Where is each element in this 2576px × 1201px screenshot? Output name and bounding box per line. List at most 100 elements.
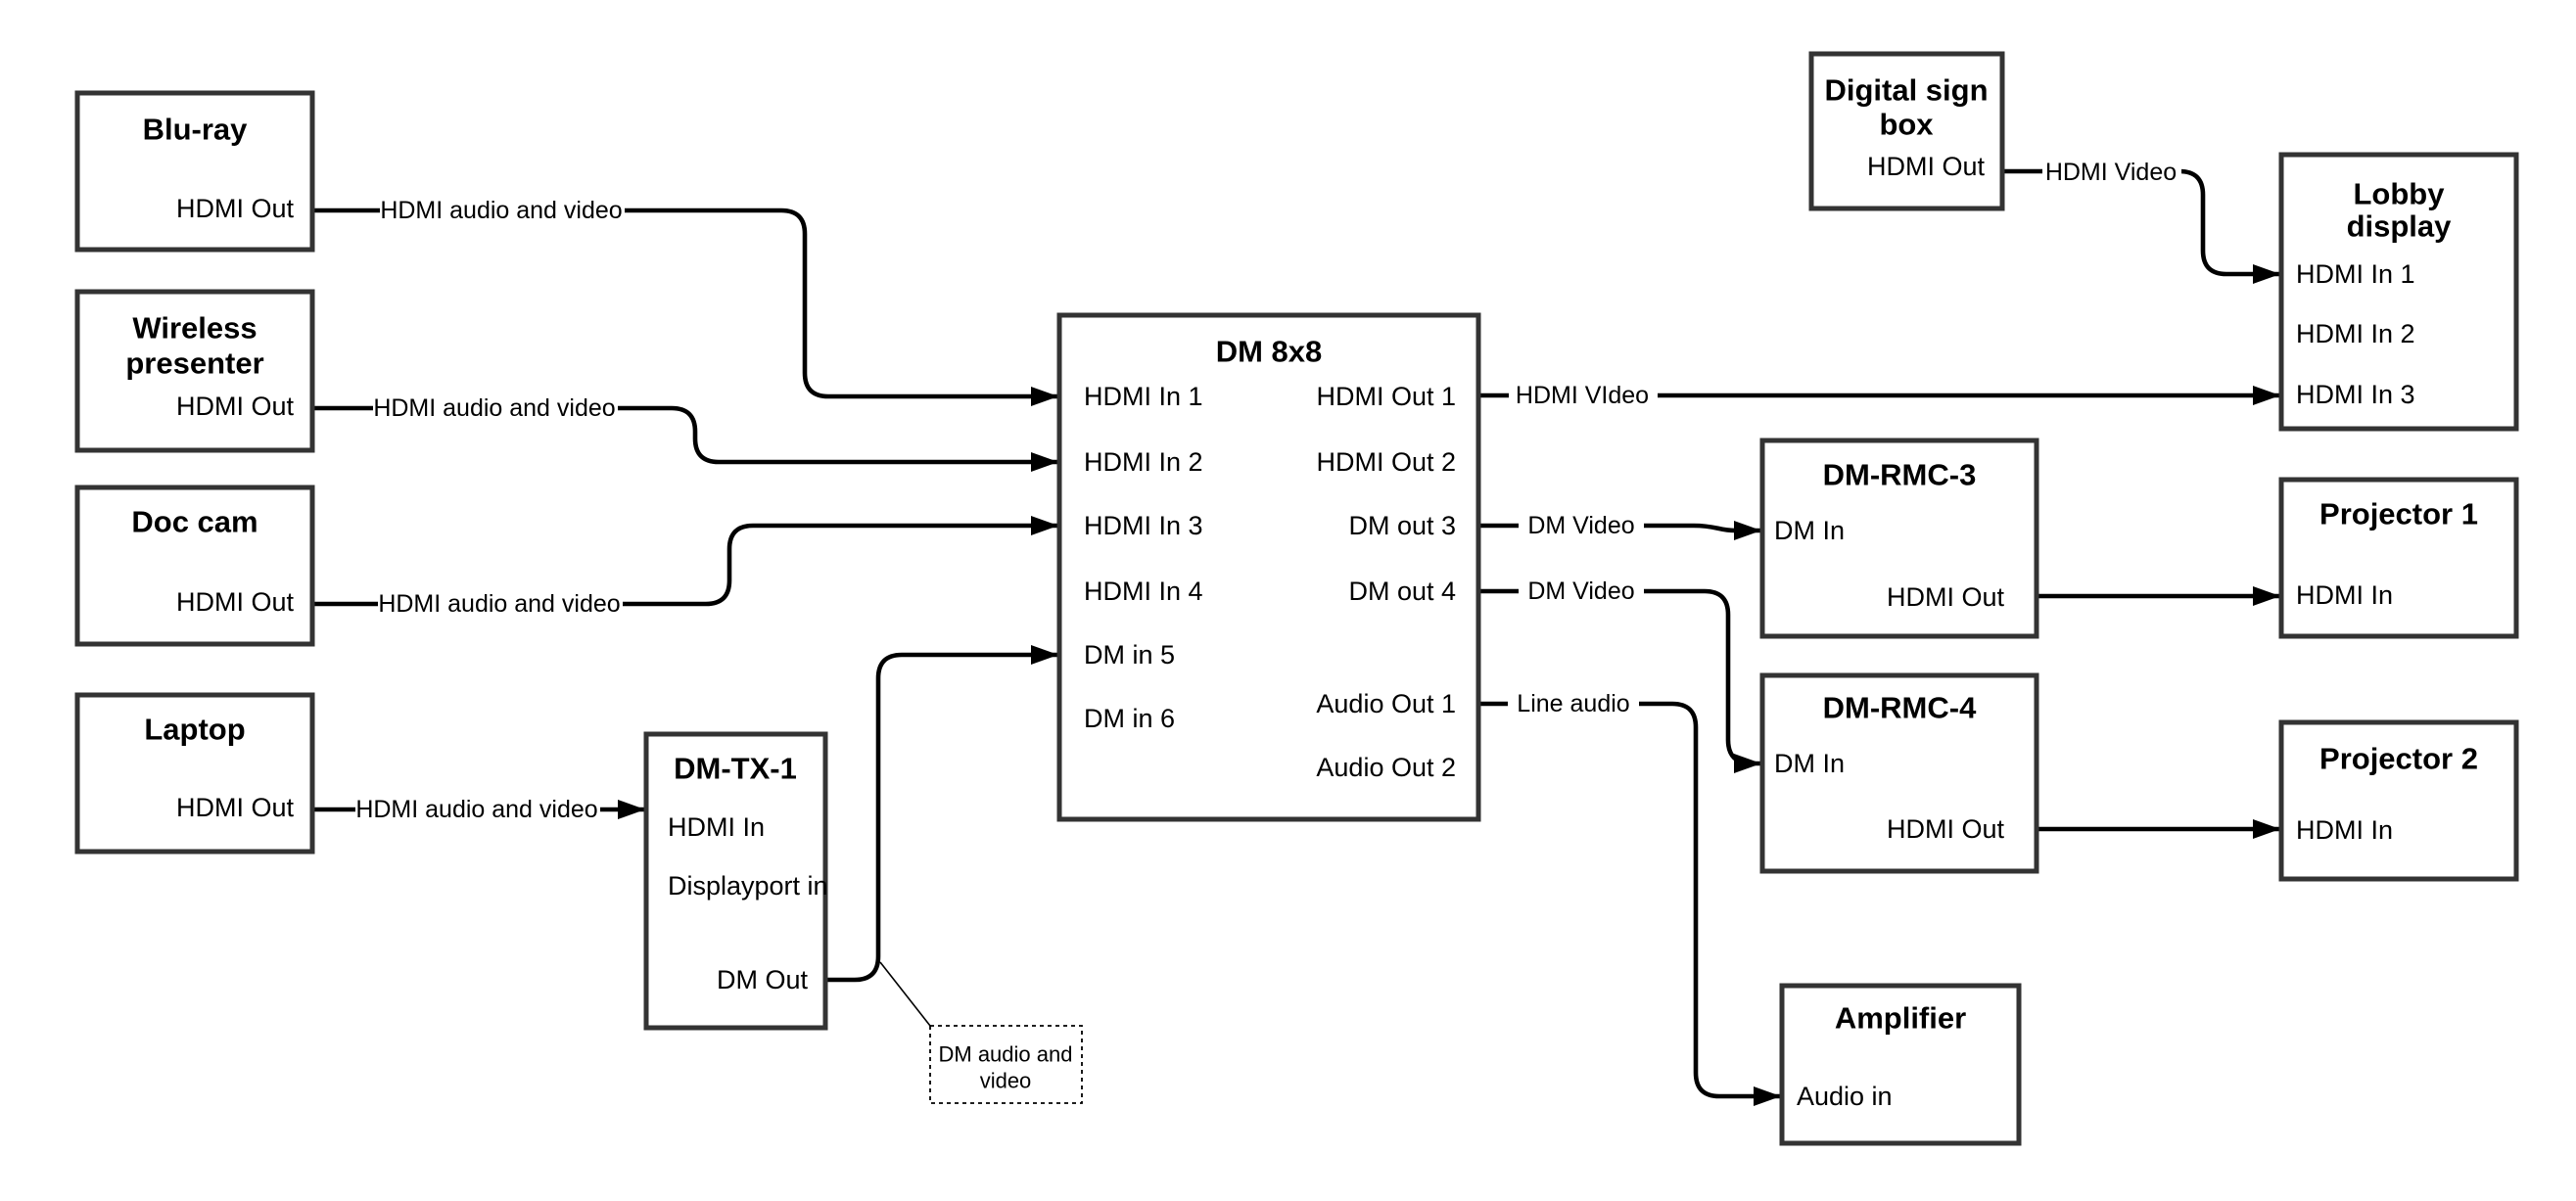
- node-lobby-display: Lobby display HDMI In 1 HDMI In 2 HDMI I…: [2278, 152, 2519, 432]
- node-bluray-box: [74, 90, 315, 253]
- port-dmtx1-displayport-in: Displayport in: [668, 871, 828, 901]
- port-dm8x8-dm-in-6: DM in 6: [1084, 704, 1175, 733]
- port-wireless-hdmi-out: HDMI Out: [176, 392, 295, 421]
- node-dm-8x8-title: DM 8x8: [1216, 335, 1323, 369]
- edge-wireless-to-dm8x8: [312, 405, 1058, 472]
- node-lobby-display-box: [2278, 152, 2519, 432]
- port-doccam-hdmi-out: HDMI Out: [176, 587, 295, 617]
- port-rmc3-hdmi-out: HDMI Out: [1887, 582, 2005, 612]
- node-dm-tx-1-box: [643, 731, 828, 1031]
- node-amplifier-box: [1779, 983, 2022, 1146]
- edge-label-wireless: HDMI audio and video: [373, 394, 615, 422]
- edge-label-digital-sign: HDMI Video: [2045, 159, 2177, 186]
- callout-box: [929, 1025, 1083, 1104]
- node-wireless-presenter-box: [74, 289, 315, 453]
- node-laptop-box: [74, 692, 315, 855]
- callout-leader-line: [879, 961, 931, 1027]
- port-dm8x8-audio-out-2: Audio Out 2: [1316, 753, 1456, 782]
- node-digital-sign-box-title: Digital sign: [1824, 73, 1988, 108]
- node-dm-tx-1: DM-TX-1 HDMI In Displayport in DM Out: [643, 731, 828, 1031]
- node-dm-8x8-box: [1056, 312, 1481, 822]
- node-projector-2-title: Projector 2: [2319, 742, 2478, 776]
- port-dm8x8-dm-out-4: DM out 4: [1348, 577, 1456, 606]
- edge-dmtx1-to-dm8x8: [825, 645, 1058, 983]
- callout-text: DM audio and: [939, 1042, 1073, 1067]
- node-projector-1: Projector 1 HDMI In: [2278, 477, 2519, 639]
- port-digitalsign-hdmi-out: HDMI Out: [1867, 152, 1986, 181]
- port-dm8x8-hdmi-in-1: HDMI In 1: [1084, 382, 1203, 411]
- port-lobby-hdmi-in-1: HDMI In 1: [2296, 259, 2415, 289]
- edge-label-mask: [2042, 156, 2181, 189]
- edge-label-mask: [378, 587, 623, 621]
- node-wireless-presenter-title: presenter: [125, 346, 263, 381]
- node-digital-sign-box: Digital sign box HDMI Out: [1808, 51, 2005, 211]
- edge-label-mask: [373, 392, 618, 425]
- node-dm-rmc-4-title: DM-RMC-4: [1823, 691, 1977, 725]
- node-bluray-title: Blu-ray: [143, 113, 249, 147]
- node-dm-rmc-4: DM-RMC-4 DM In HDMI Out: [1759, 672, 2039, 874]
- edge-label-dm-out4: DM Video: [1527, 577, 1634, 605]
- port-rmc4-hdmi-out: HDMI Out: [1887, 814, 2005, 844]
- node-doc-cam-title: Doc cam: [131, 505, 258, 539]
- node-amplifier: Amplifier Audio in: [1779, 983, 2022, 1146]
- port-lobby-hdmi-in-2: HDMI In 2: [2296, 319, 2415, 348]
- node-doc-cam-box: [74, 485, 315, 647]
- node-dm-8x8: DM 8x8 HDMI In 1 HDMI In 2 HDMI In 3 HDM…: [1056, 312, 1481, 822]
- port-dm8x8-hdmi-in-2: HDMI In 2: [1084, 447, 1203, 477]
- node-doc-cam: Doc cam HDMI Out: [74, 485, 315, 647]
- node-projector-1-box: [2278, 477, 2519, 639]
- port-dm8x8-audio-out-1: Audio Out 1: [1316, 689, 1456, 718]
- node-projector-2: Projector 2 HDMI In: [2278, 719, 2519, 882]
- port-lobby-hdmi-in-3: HDMI In 3: [2296, 380, 2415, 409]
- port-dm8x8-hdmi-in-4: HDMI In 4: [1084, 577, 1203, 606]
- edge-label-doccam: HDMI audio and video: [378, 590, 620, 618]
- edge-label-line-audio: Line audio: [1517, 690, 1629, 717]
- port-amplifier-audio-in: Audio in: [1797, 1082, 1893, 1111]
- port-dmtx1-hdmi-in: HDMI In: [668, 812, 765, 842]
- edge-label-mask: [1519, 575, 1644, 608]
- edge-label-mask: [380, 194, 625, 227]
- node-amplifier-title: Amplifier: [1835, 1001, 1966, 1036]
- edge-digitalsign-to-lobby: [2002, 168, 2280, 284]
- port-dmtx1-dm-out: DM Out: [717, 965, 809, 994]
- edge-audioout1-to-amplifier: [1478, 701, 1781, 1106]
- node-lobby-display-title: Lobby: [2354, 177, 2446, 211]
- port-dm8x8-hdmi-out-1: HDMI Out 1: [1316, 382, 1456, 411]
- node-digital-sign-box-title: box: [1879, 108, 1934, 142]
- edge-dmout3-to-rmc3: [1478, 521, 1761, 540]
- edge-label-mask: [1509, 379, 1658, 412]
- node-digital-sign-box-box: [1808, 51, 2005, 211]
- callout-dm-audio-and-video: DM audio and video: [929, 1025, 1083, 1104]
- edge-bluray-to-dm8x8: [312, 208, 1058, 406]
- node-lobby-display-title: display: [2347, 209, 2453, 244]
- edge-label-dm-out3: DM Video: [1527, 512, 1634, 539]
- port-dm8x8-hdmi-in-3: HDMI In 3: [1084, 511, 1203, 540]
- edge-label-hdmi-out1: HDMI VIdeo: [1516, 382, 1649, 409]
- node-wireless-presenter: Wireless presenter HDMI Out: [74, 289, 315, 453]
- edge-dmout4-to-rmc4: [1478, 588, 1761, 773]
- node-projector-2-box: [2278, 719, 2519, 882]
- port-bluray-hdmi-out: HDMI Out: [176, 194, 295, 223]
- node-wireless-presenter-title: Wireless: [132, 311, 257, 346]
- node-dm-rmc-3-box: [1759, 438, 2039, 639]
- node-dm-rmc-4-box: [1759, 672, 2039, 874]
- node-dm-tx-1-title: DM-TX-1: [674, 752, 797, 786]
- port-rmc4-dm-in: DM In: [1774, 749, 1845, 778]
- node-bluray: Blu-ray HDMI Out: [74, 90, 315, 253]
- edge-label-bluray: HDMI audio and video: [380, 197, 622, 224]
- edge-label-laptop: HDMI audio and video: [355, 796, 597, 823]
- edge-label-mask: [1508, 687, 1639, 720]
- node-laptop-title: Laptop: [144, 713, 245, 747]
- edge-doccam-to-dm8x8: [312, 516, 1058, 607]
- port-projector1-hdmi-in: HDMI In: [2296, 580, 2393, 610]
- port-dm8x8-dm-in-5: DM in 5: [1084, 640, 1175, 670]
- edge-label-mask: [355, 793, 600, 826]
- node-dm-rmc-3-title: DM-RMC-3: [1823, 458, 1977, 492]
- edge-label-mask: [1519, 509, 1644, 542]
- port-dm8x8-dm-out-3: DM out 3: [1348, 511, 1456, 540]
- port-projector2-hdmi-in: HDMI In: [2296, 815, 2393, 845]
- port-laptop-hdmi-out: HDMI Out: [176, 793, 295, 822]
- node-laptop: Laptop HDMI Out: [74, 692, 315, 855]
- port-dm8x8-hdmi-out-2: HDMI Out 2: [1316, 447, 1456, 477]
